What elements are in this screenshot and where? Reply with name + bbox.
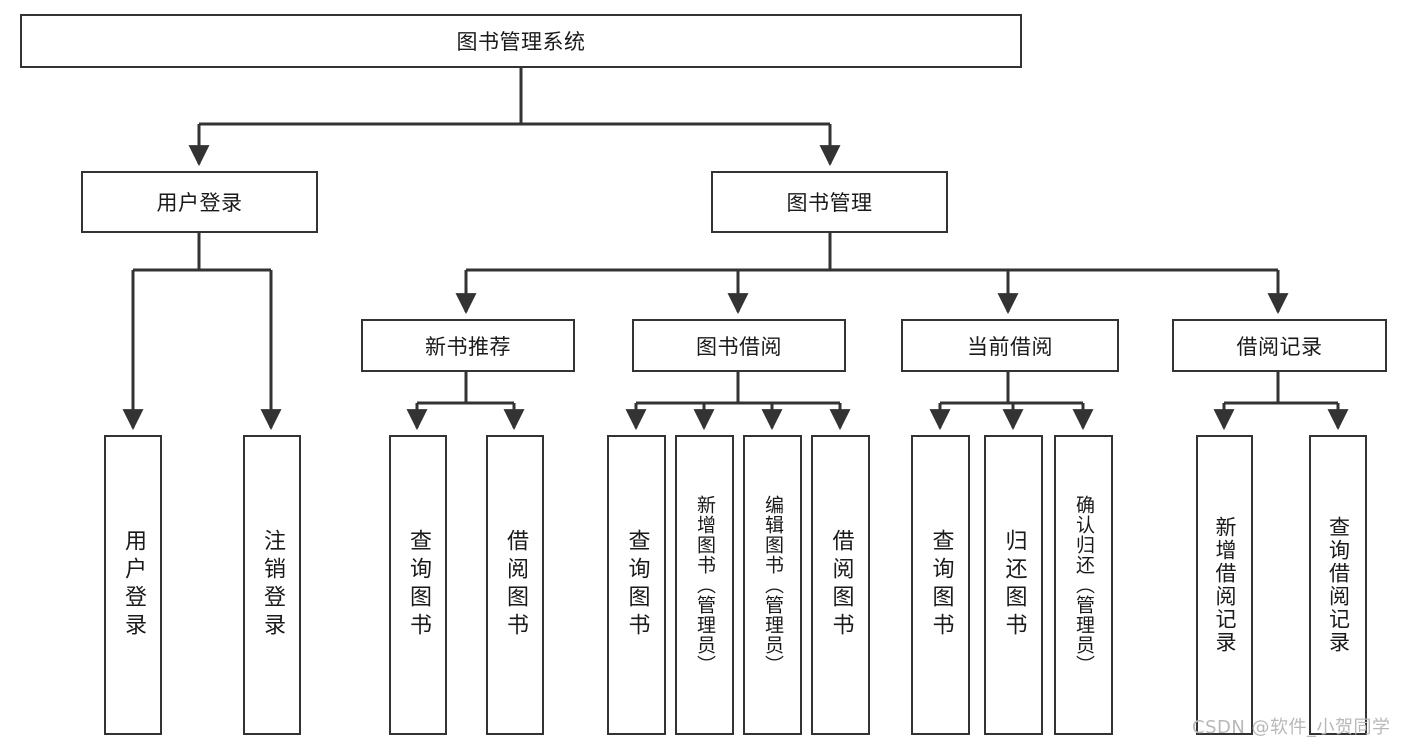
node-current-borrow-label: 当前借阅	[967, 334, 1053, 359]
node-leaf-user-logout-label: 注销登录	[260, 529, 285, 641]
node-leaf-query-book-borrow-label: 查询图书	[624, 529, 650, 641]
node-book-manage-label: 图书管理	[786, 191, 873, 215]
node-leaf-borrow-book[interactable]: 借阅图书	[811, 435, 870, 735]
node-leaf-borrow-book-new[interactable]: 借阅图书	[486, 435, 544, 735]
node-leaf-user-login-label: 用户登录	[121, 529, 146, 641]
node-leaf-borrow-book-label: 借阅图书	[828, 529, 854, 641]
node-new-book-recommend-label: 新书推荐	[425, 334, 511, 359]
node-leaf-query-borrow-record[interactable]: 查询借阅记录	[1309, 435, 1367, 735]
node-leaf-user-logout[interactable]: 注销登录	[243, 435, 301, 735]
node-book-borrow[interactable]: 图书借阅	[632, 319, 846, 372]
node-leaf-edit-book-admin[interactable]: 编辑图书（管理员）	[743, 435, 802, 735]
node-leaf-user-login[interactable]: 用户登录	[104, 435, 162, 735]
node-new-book-recommend[interactable]: 新书推荐	[361, 319, 575, 372]
node-leaf-query-book-borrow[interactable]: 查询图书	[607, 435, 666, 735]
node-book-borrow-label: 图书借阅	[696, 334, 782, 359]
node-user-login-label: 用户登录	[156, 191, 243, 215]
node-leaf-edit-book-admin-label: 编辑图书（管理员）	[762, 495, 784, 675]
node-root-label: 图书管理系统	[456, 30, 586, 54]
node-leaf-query-book-new[interactable]: 查询图书	[389, 435, 447, 735]
node-borrow-record-label: 借阅记录	[1236, 334, 1323, 359]
node-leaf-query-book-new-label: 查询图书	[406, 529, 431, 641]
node-leaf-add-book-admin[interactable]: 新增图书（管理员）	[675, 435, 734, 735]
node-book-manage[interactable]: 图书管理	[711, 171, 948, 233]
node-borrow-record[interactable]: 借阅记录	[1172, 319, 1387, 372]
node-leaf-add-book-admin-label: 新增图书（管理员）	[694, 495, 716, 675]
node-leaf-borrow-book-new-label: 借阅图书	[503, 529, 528, 641]
node-leaf-return-book-label: 归还图书	[1001, 529, 1027, 641]
node-leaf-return-book[interactable]: 归还图书	[984, 435, 1043, 735]
node-leaf-add-borrow-record-label: 新增借阅记录	[1213, 516, 1237, 654]
node-leaf-confirm-return-label: 确认归还（管理员）	[1073, 495, 1095, 675]
node-leaf-query-book-current-label: 查询图书	[928, 529, 954, 641]
node-root[interactable]: 图书管理系统	[20, 14, 1022, 68]
node-current-borrow[interactable]: 当前借阅	[901, 319, 1119, 372]
node-leaf-add-borrow-record[interactable]: 新增借阅记录	[1196, 435, 1253, 735]
node-user-login[interactable]: 用户登录	[81, 171, 318, 233]
node-leaf-query-borrow-record-label: 查询借阅记录	[1326, 516, 1351, 654]
node-leaf-query-book-current[interactable]: 查询图书	[911, 435, 970, 735]
node-leaf-confirm-return[interactable]: 确认归还（管理员）	[1054, 435, 1113, 735]
watermark-text: CSDN @软件_小贺同学	[1192, 717, 1391, 738]
